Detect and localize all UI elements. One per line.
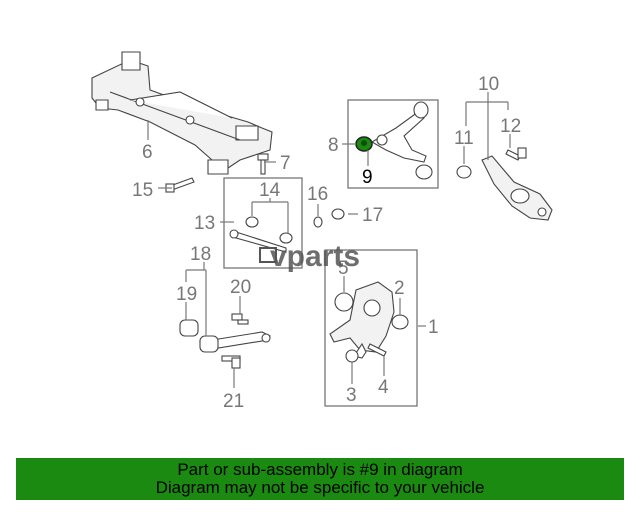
- bushing-11-part: [456, 165, 472, 179]
- banner-line-1: Part or sub-assembly is #9 in diagram: [177, 460, 463, 479]
- bolt-7-part: [257, 153, 269, 175]
- banner-line-2: Diagram may not be specific to your vehi…: [155, 478, 485, 497]
- bolt-15-part: [165, 177, 195, 193]
- info-banner: Part or sub-assembly is #9 in diagram Di…: [16, 458, 624, 500]
- bushing-3-part: [345, 349, 359, 363]
- callout-8: 8: [328, 135, 339, 156]
- bushing-2-part: [391, 314, 409, 330]
- callout-17: 17: [362, 205, 383, 226]
- bushing-9-highlight: [355, 136, 373, 152]
- callout-12: 12: [500, 116, 521, 137]
- washer-16-part: [313, 216, 323, 228]
- callout-7: 7: [280, 153, 291, 174]
- callout-20: 20: [230, 277, 251, 298]
- callout-1: 1: [428, 317, 439, 338]
- callout-13: 13: [194, 213, 215, 234]
- rear-link-part: [179, 319, 271, 353]
- callout-15: 15: [132, 180, 153, 201]
- leader-lines: [147, 92, 511, 388]
- knuckle-box: [324, 249, 418, 407]
- callout-21: 21: [223, 391, 244, 412]
- upper-arm-part: [370, 101, 433, 180]
- lateral-link-box: [223, 177, 303, 269]
- callout-5: 5: [338, 258, 349, 279]
- callout-2: 2: [394, 278, 405, 299]
- callout-6: 6: [142, 142, 153, 163]
- callout-14: 14: [259, 180, 281, 201]
- callout-3: 3: [346, 385, 357, 406]
- callout-9: 9: [362, 167, 373, 188]
- callout-4: 4: [378, 377, 389, 398]
- bushing-17-part: [331, 208, 345, 220]
- subframe-part: [91, 51, 273, 175]
- bolt-21-part: [221, 355, 241, 369]
- callout-18: 18: [190, 244, 211, 265]
- knuckle-part: [329, 281, 395, 359]
- callout-11: 11: [454, 128, 474, 149]
- callout-10: 10: [478, 74, 499, 95]
- callout-16: 16: [307, 184, 328, 205]
- watermark-text: vparts: [270, 240, 360, 273]
- lower-control-arm-part: [481, 155, 553, 221]
- bolt-12-part: [505, 147, 527, 161]
- callout-19: 19: [176, 284, 197, 305]
- bolt-20-part: [231, 313, 249, 325]
- vparts-watermark: vparts: [259, 240, 360, 273]
